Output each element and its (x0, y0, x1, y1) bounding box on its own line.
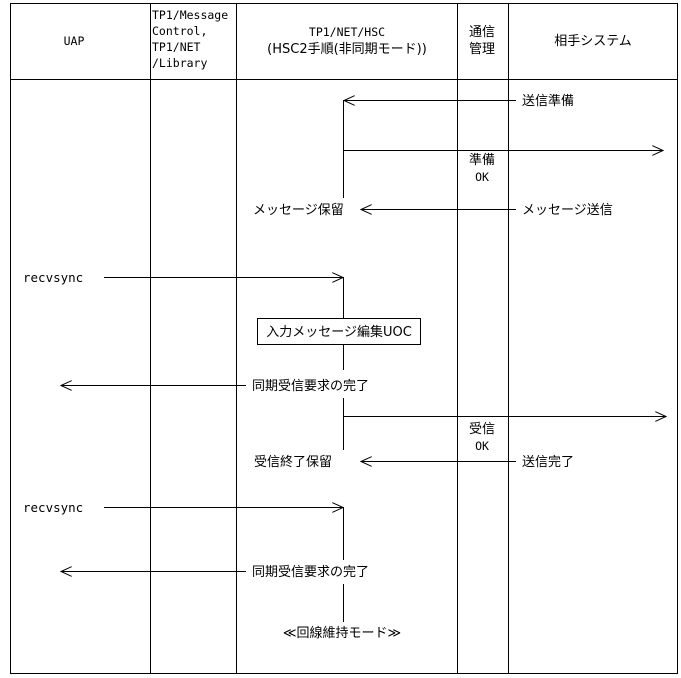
header-uap: UAP (64, 34, 85, 48)
label-ready-ok-line2: OK (475, 170, 489, 184)
label-recv-ok-line1: 受信 (469, 422, 495, 437)
message-arrows (61, 101, 666, 572)
message-labels: 送信準備 準備 OK メッセージ保留 メッセージ送信 recvsync 入力メッ… (23, 93, 613, 641)
column-headers: UAP TP1/Message Control, TP1/NET /Librar… (64, 8, 632, 70)
header-net-hsc-line1: TP1/NET/HSC (309, 25, 385, 39)
header-msgctl-line4: /Library (152, 56, 207, 70)
header-comm-line1: 通信 (469, 25, 495, 40)
header-msgctl-line2: Control, (152, 24, 207, 38)
label-recv-end-hold: 受信終了保留 (254, 454, 332, 470)
label-msg-send: メッセージ送信 (522, 203, 613, 218)
header-net-hsc-line2: (HSC2手順(非同期モード)) (267, 42, 427, 57)
label-sync-done-2: 同期受信要求の完了 (252, 565, 369, 580)
uoc-box (257, 318, 421, 345)
label-recv-ok-line2: OK (475, 439, 489, 453)
label-msg-hold: メッセージ保留 (253, 203, 344, 218)
header-msgctl-line3: TP1/NET (152, 40, 201, 54)
header-msgctl-line1: TP1/Message (152, 8, 228, 22)
label-recvsync-2: recvsync (23, 500, 83, 515)
diagram-frame (10, 3, 678, 674)
header-comm-line2: 管理 (469, 42, 495, 57)
label-recvsync-1: recvsync (23, 270, 83, 285)
header-remote: 相手システム (554, 34, 632, 49)
label-send-done: 送信完了 (522, 455, 574, 470)
label-uoc: 入力メッセージ編集UOC (266, 324, 412, 340)
label-sync-done-1: 同期受信要求の完了 (252, 379, 369, 394)
label-line-keep: ≪回線維持モード≫ (283, 625, 401, 641)
label-ready-ok-line1: 準備 (469, 152, 495, 168)
label-send-ready: 送信準備 (522, 93, 574, 109)
